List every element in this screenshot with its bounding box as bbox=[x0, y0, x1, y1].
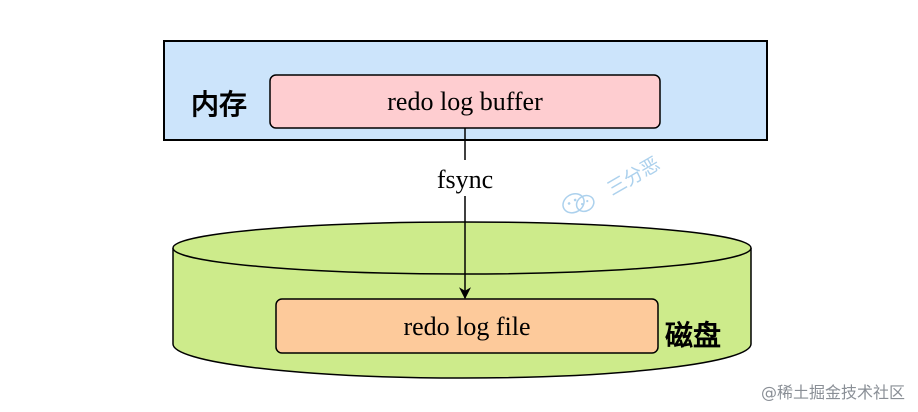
site-watermark: @稀土掘金技术社区 bbox=[761, 383, 905, 402]
fsync-label: fsync bbox=[437, 165, 493, 194]
memory-label: 内存 bbox=[191, 88, 247, 121]
disk-label: 磁盘 bbox=[665, 319, 721, 352]
disk-cylinder: redo log file 磁盘 bbox=[172, 221, 752, 379]
watermark-text: 三分恶 bbox=[604, 153, 664, 201]
disk-top bbox=[172, 221, 752, 275]
center-watermark: 三分恶 bbox=[562, 153, 664, 214]
memory-region: 内存 redo log buffer bbox=[163, 40, 768, 141]
redo-log-file-label: redo log file bbox=[403, 312, 530, 341]
wechat-icon bbox=[562, 192, 595, 214]
fsync-flow: fsync bbox=[437, 128, 493, 300]
redo-log-buffer-label: redo log buffer bbox=[387, 87, 543, 116]
